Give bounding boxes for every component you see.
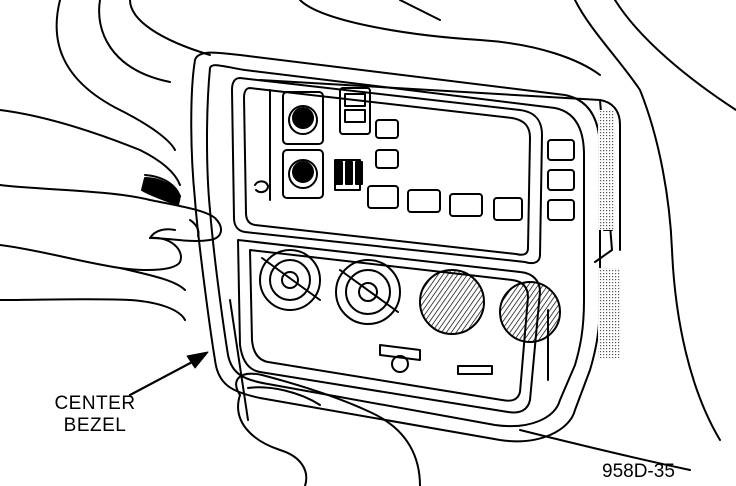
- fingernail-shade: [141, 177, 181, 206]
- figure-code: 958D-35: [602, 461, 675, 482]
- shade-area: [598, 110, 614, 230]
- dashboard-outline: [55, 0, 736, 471]
- arrow-head: [186, 351, 209, 369]
- label-line-2: BEZEL: [63, 415, 127, 436]
- upper-hand: [0, 109, 222, 321]
- callout-arrow: [128, 358, 198, 397]
- center-bezel: [190, 51, 601, 443]
- lower-knobs: [229, 249, 561, 421]
- lower-hand: [235, 372, 421, 486]
- label-line-1: CENTER: [54, 393, 136, 414]
- upper-knobs: [288, 105, 363, 189]
- center-bezel-label: CENTER BEZEL: [40, 393, 150, 437]
- shade-area: [598, 268, 620, 358]
